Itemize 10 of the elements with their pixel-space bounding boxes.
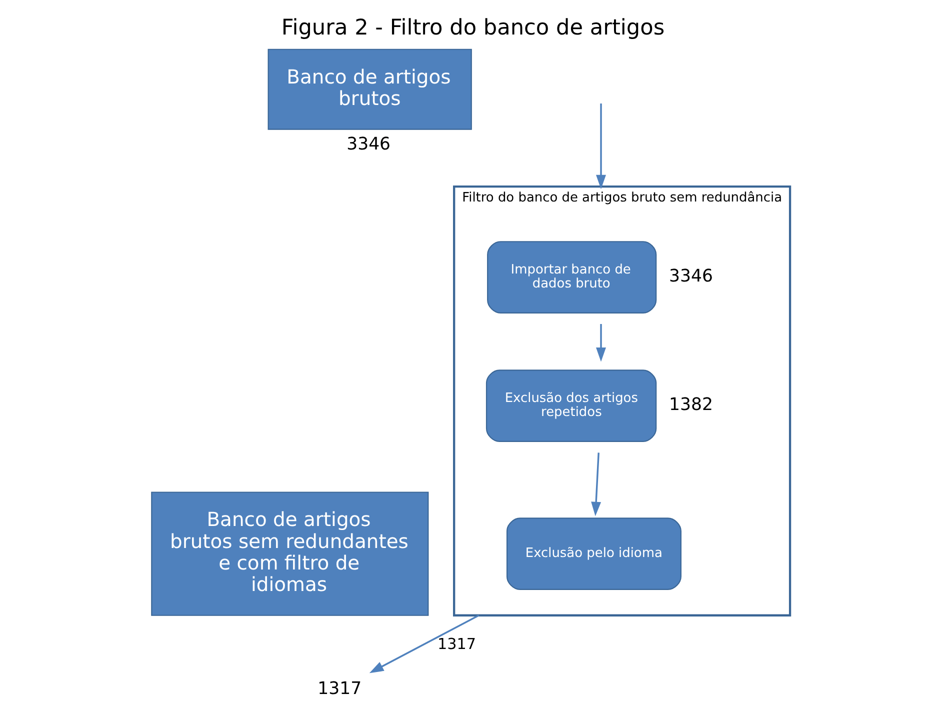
- edge-label: 1317: [437, 635, 476, 654]
- node-label: 1382: [668, 394, 713, 415]
- diagram-title: Figura 2 - Filtro do banco de artigos: [280, 15, 664, 40]
- arrow: [596, 324, 606, 362]
- node-label: 3346: [346, 134, 390, 155]
- node-text: 1317: [317, 679, 362, 700]
- arrow: [596, 104, 606, 190]
- arrow: [368, 614, 479, 674]
- arrow: [590, 452, 601, 516]
- node-label: 3346: [668, 266, 713, 286]
